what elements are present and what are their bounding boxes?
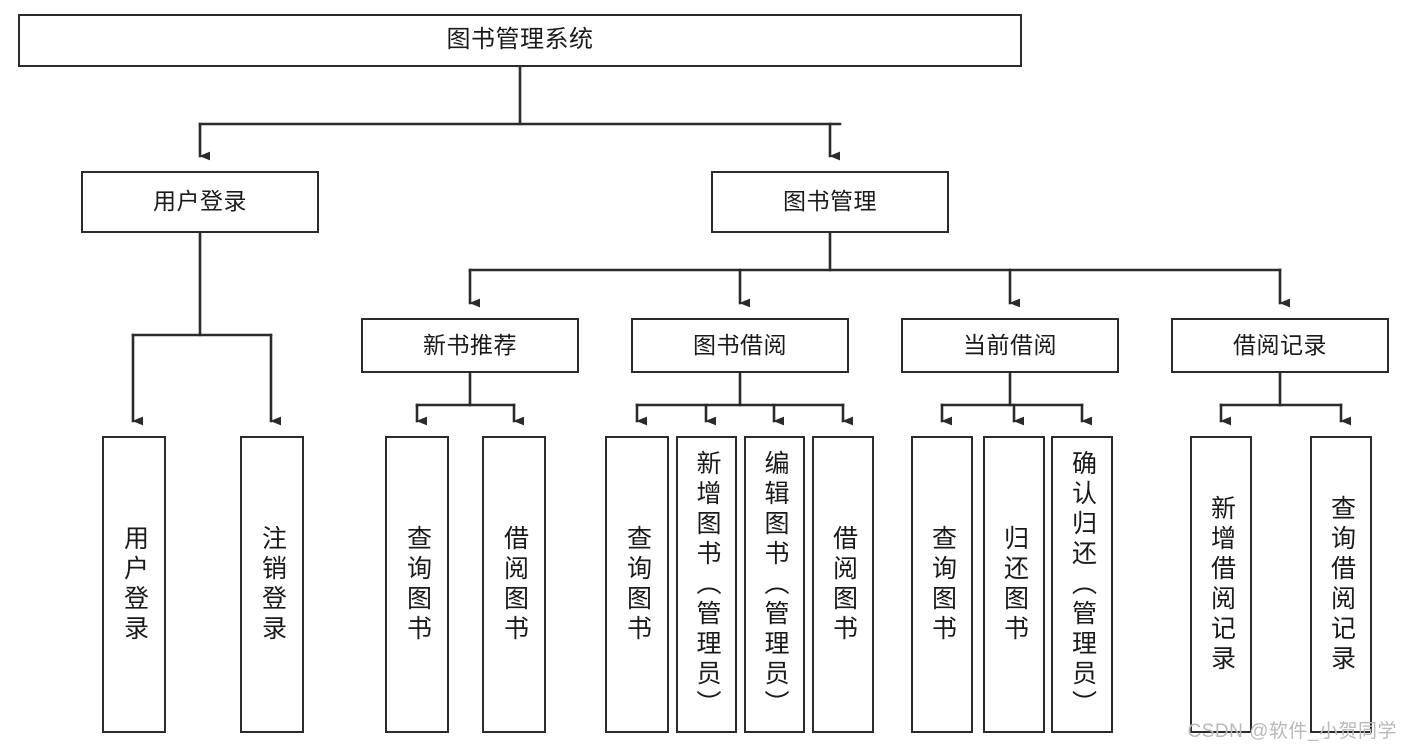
node-label: 当前借阅 <box>963 331 1057 358</box>
node-f1: 用户登录 <box>102 436 166 733</box>
node-label: 图书借阅 <box>693 331 787 358</box>
node-label: 图书管理 <box>783 188 877 215</box>
node-label: 用户登录 <box>120 524 149 645</box>
node-l3b: 图书借阅 <box>631 318 849 373</box>
node-label: 新增图书（管理员） <box>693 449 721 720</box>
node-f2: 注销登录 <box>240 436 304 733</box>
node-label: 查询图书 <box>403 524 432 645</box>
node-f8: 借阅图书 <box>812 436 874 733</box>
node-l2b: 图书管理 <box>711 171 949 233</box>
node-label: 注销登录 <box>258 524 287 645</box>
node-label: 新书推荐 <box>423 331 517 358</box>
node-f7: 编辑图书（管理员） <box>744 436 805 733</box>
node-f3: 查询图书 <box>385 436 449 733</box>
node-label: 查询图书 <box>623 524 652 645</box>
node-root: 图书管理系统 <box>18 14 1022 67</box>
node-label: 确认归还（管理员） <box>1068 449 1097 720</box>
node-label: 查询图书 <box>928 524 957 645</box>
node-f10: 归还图书 <box>983 436 1045 733</box>
csdn-watermark: CSDN @软件_小贺同学 <box>1187 721 1397 742</box>
node-f9: 查询图书 <box>911 436 973 733</box>
node-f11: 确认归还（管理员） <box>1051 436 1113 733</box>
node-f6: 新增图书（管理员） <box>676 436 737 733</box>
node-f5: 查询图书 <box>605 436 669 733</box>
node-label: 借阅图书 <box>500 524 529 645</box>
node-label: 归还图书 <box>1000 524 1029 645</box>
node-label: 用户登录 <box>153 188 247 215</box>
node-l2a: 用户登录 <box>81 171 319 233</box>
node-f4: 借阅图书 <box>482 436 546 733</box>
node-l3c: 当前借阅 <box>901 318 1119 373</box>
node-label: 查询借阅记录 <box>1327 494 1356 675</box>
node-label: 编辑图书（管理员） <box>761 449 789 720</box>
node-label: 借阅记录 <box>1233 331 1327 358</box>
node-l3a: 新书推荐 <box>361 318 579 373</box>
node-f13: 查询借阅记录 <box>1310 436 1372 733</box>
node-f12: 新增借阅记录 <box>1190 436 1252 733</box>
node-label: 借阅图书 <box>829 524 858 645</box>
node-label: 图书管理系统 <box>446 26 594 54</box>
node-label: 新增借阅记录 <box>1207 494 1236 675</box>
node-l3d: 借阅记录 <box>1171 318 1389 373</box>
